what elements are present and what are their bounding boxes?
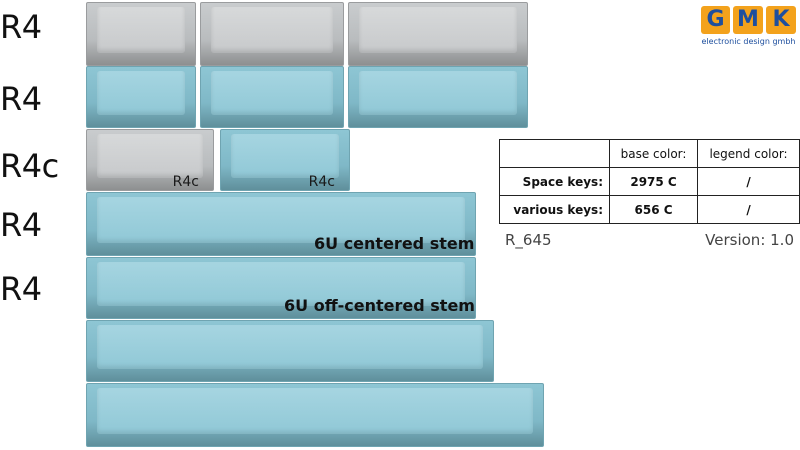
- caption-6u-off-centered: 6U off-centered stem: [284, 296, 475, 315]
- table-header-cell: [499, 139, 610, 168]
- spacebar-4: [86, 383, 544, 447]
- logo-subtitle: electronic design gmbh: [701, 37, 796, 46]
- blue-key-1: [86, 66, 196, 128]
- logo-letter-k: K: [766, 6, 796, 34]
- spacebar-3: [86, 320, 494, 382]
- blue-key-2: [200, 66, 344, 128]
- table-row-label: Space keys:: [499, 167, 610, 196]
- color-table: base color: legend color: Space keys: 29…: [499, 139, 800, 224]
- footer-version: Version: 1.0: [705, 231, 794, 249]
- table-cell-base: 2975 C: [608, 167, 699, 196]
- key-legend-r4c-grey: R4c: [172, 174, 199, 190]
- row-label-3: R4c: [0, 147, 59, 185]
- logo-letter-m: M: [733, 6, 763, 34]
- table-header-row: base color: legend color:: [499, 139, 800, 168]
- table-row: various keys: 656 C /: [499, 195, 800, 224]
- spacebar-6u-centered: [86, 192, 476, 256]
- spacebar-6u-off-centered: [86, 257, 476, 319]
- grey-key-r4c: R4c: [86, 129, 214, 191]
- key-legend-r4c-blue: R4c: [308, 174, 335, 190]
- table-row: Space keys: 2975 C /: [499, 167, 800, 196]
- blue-key-3: [348, 66, 528, 128]
- grey-key-2: [200, 2, 344, 66]
- table-cell-legend: /: [697, 167, 800, 196]
- table-cell-legend: /: [697, 195, 800, 224]
- gmk-logo: G M K electronic design gmbh: [701, 6, 796, 50]
- table-row-label: various keys:: [499, 195, 610, 224]
- table-header-cell: legend color:: [697, 139, 800, 168]
- table-header-cell: base color:: [608, 139, 699, 168]
- row-label-1: R4: [0, 8, 42, 46]
- table-cell-base: 656 C: [608, 195, 699, 224]
- row-label-5: R4: [0, 270, 42, 308]
- caption-6u-centered: 6U centered stem: [314, 234, 475, 253]
- row-label-2: R4: [0, 80, 42, 118]
- footer-code: R_645: [505, 231, 552, 249]
- blue-key-r4c: R4c: [220, 129, 350, 191]
- grey-key-1: [86, 2, 196, 66]
- logo-letter-g: G: [701, 6, 730, 34]
- grey-key-3: [348, 2, 528, 66]
- row-label-4: R4: [0, 206, 42, 244]
